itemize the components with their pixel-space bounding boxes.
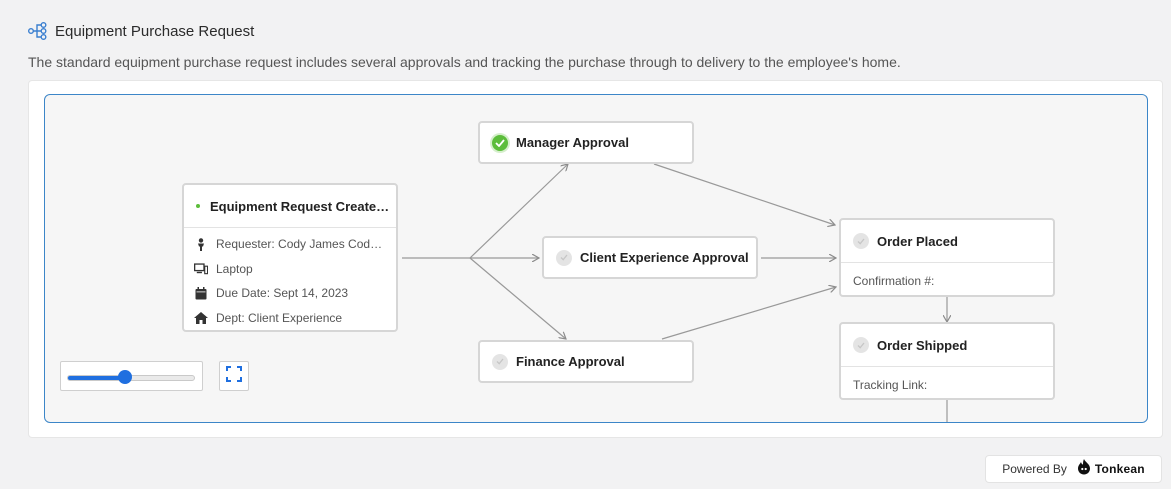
- node-order-placed[interactable]: Order Placed Confirmation #:: [839, 218, 1055, 297]
- node-title: Manager Approval: [516, 135, 629, 150]
- tracking-link-field: Tracking Link:: [853, 378, 928, 392]
- zoom-slider-fill: [68, 376, 125, 380]
- node-title: Order Placed: [877, 233, 958, 249]
- requester-field: Requester: Cody James Cody J...: [184, 232, 396, 257]
- powered-by-label: Powered By: [1002, 462, 1067, 476]
- fit-to-screen-icon: [226, 365, 242, 387]
- active-status-dot: [196, 204, 200, 208]
- edge-manager-to-order-placed: [653, 163, 835, 225]
- person-icon: [194, 237, 208, 251]
- page-title: Equipment Purchase Request: [55, 22, 255, 40]
- fit-to-screen-button[interactable]: [219, 361, 249, 391]
- pending-check-icon: [853, 337, 869, 353]
- powered-by-badge[interactable]: Powered By Tonkean: [985, 455, 1162, 483]
- pending-check-icon: [556, 249, 572, 266]
- node-manager-approval[interactable]: Manager Approval: [478, 121, 694, 164]
- edge-finance-to-order-placed: [661, 287, 836, 340]
- node-equipment-request-created[interactable]: Equipment Request Created ... Requester:…: [182, 183, 398, 332]
- workflow-connectors: [402, 95, 1148, 422]
- node-title: Equipment Request Created ...: [210, 198, 396, 214]
- page-header: Equipment Purchase Request: [28, 22, 254, 40]
- pending-check-icon: [853, 233, 869, 249]
- calendar-icon: [194, 286, 208, 300]
- node-title: Client Experience Approval: [580, 250, 749, 265]
- node-order-shipped[interactable]: Order Shipped Tracking Link:: [839, 322, 1055, 400]
- node-title: Finance Approval: [516, 354, 625, 369]
- edge-to-manager-approval: [469, 164, 568, 259]
- computer-icon: [194, 262, 208, 276]
- equipment-field: Laptop: [184, 257, 396, 282]
- zoom-control: [60, 361, 203, 391]
- node-title: Order Shipped: [877, 337, 968, 353]
- due-date-field: Due Date: Sept 14, 2023: [184, 281, 396, 306]
- pending-check-icon: [492, 353, 508, 370]
- tonkean-logo-icon: [1077, 458, 1091, 480]
- workflow-icon: [28, 22, 47, 40]
- department-field: Dept: Client Experience: [184, 306, 396, 331]
- check-circle-icon: [492, 134, 508, 151]
- home-icon: [194, 311, 208, 325]
- node-finance-approval[interactable]: Finance Approval: [478, 340, 694, 383]
- confirmation-number-field: Confirmation #:: [853, 274, 935, 288]
- tonkean-brand-name: Tonkean: [1094, 462, 1145, 476]
- page-description: The standard equipment purchase request …: [28, 54, 901, 70]
- node-client-experience-approval[interactable]: Client Experience Approval: [542, 236, 758, 279]
- edge-to-finance-approval: [469, 257, 566, 339]
- zoom-slider-thumb[interactable]: [117, 370, 132, 384]
- workflow-canvas[interactable]: Equipment Request Created ... Requester:…: [44, 94, 1148, 423]
